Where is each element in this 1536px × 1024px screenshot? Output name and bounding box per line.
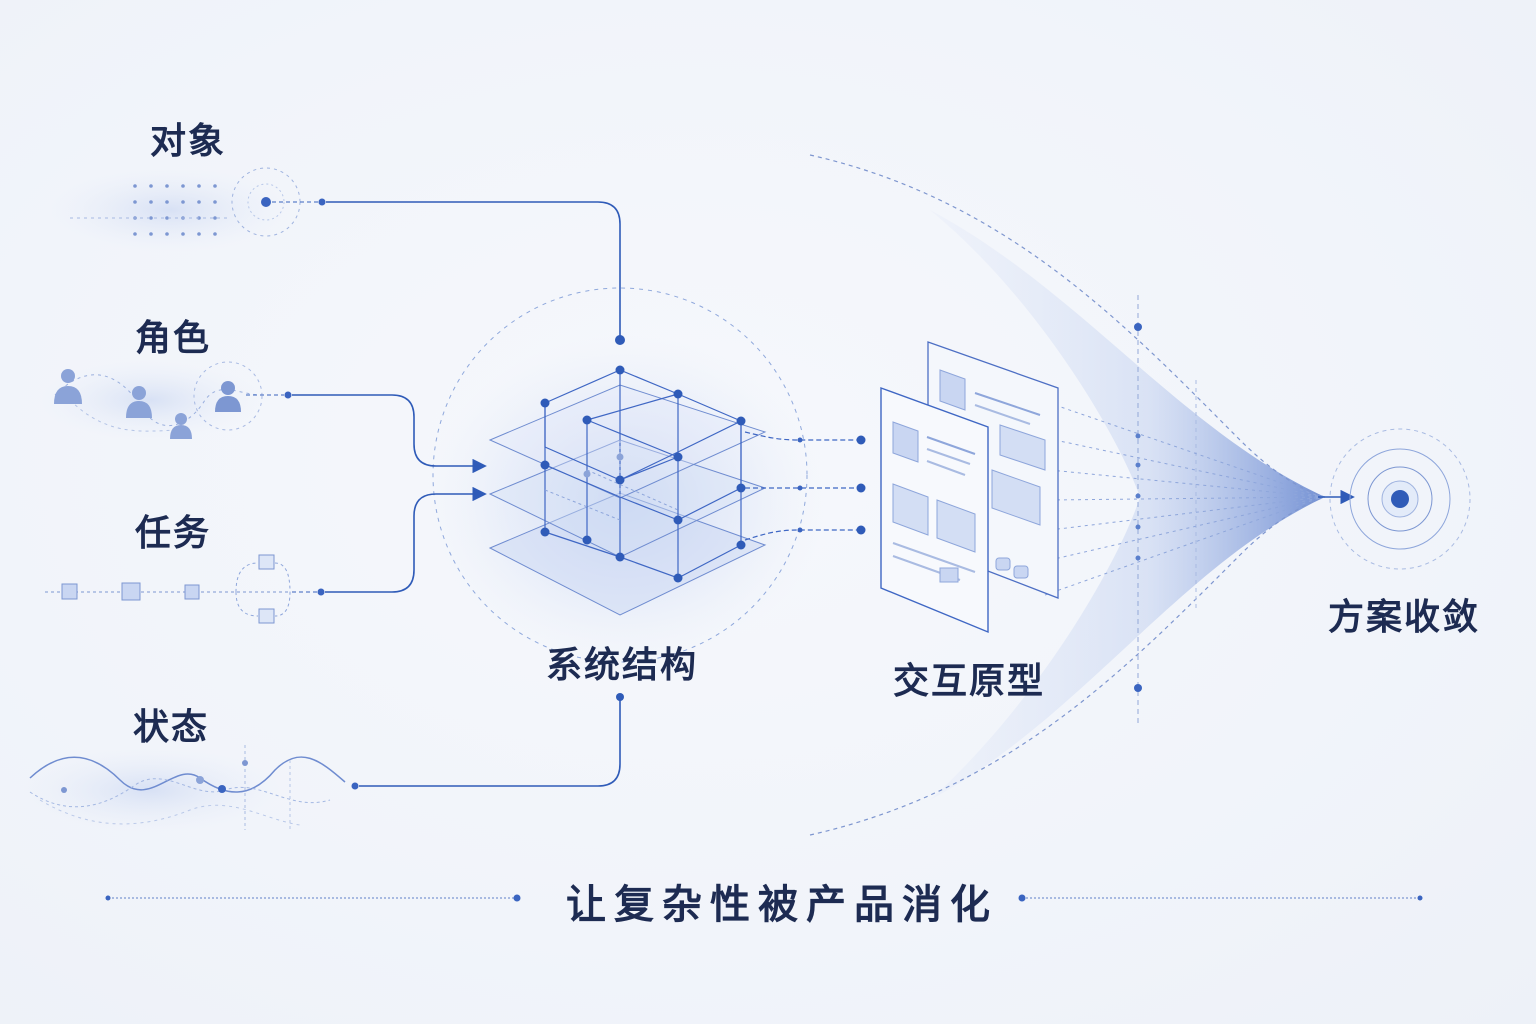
- label-solution-convergence: 方案收敛: [1328, 596, 1481, 638]
- label-interaction-prototype: 交互原型: [893, 660, 1046, 702]
- task-port-dot: [317, 588, 325, 596]
- state-to-system-line: [359, 697, 621, 787]
- funnel-outline-bottom: [809, 496, 1326, 836]
- person-icon-2: [126, 386, 152, 418]
- task-branch-top: [235, 562, 259, 593]
- funnel-guide-dot-top: [1134, 323, 1142, 331]
- wash-role: [40, 360, 260, 440]
- cube-dashed-guides: [544, 440, 679, 521]
- label-object: 对象: [150, 120, 227, 162]
- footer-tagline: 让复杂性被产品消化: [566, 881, 998, 928]
- wash-object: [50, 168, 290, 252]
- state-node-3: [218, 785, 226, 793]
- state-node-1: [61, 787, 67, 793]
- convergence-funnel: [930, 210, 1325, 800]
- label-system-structure: 系统结构: [546, 644, 699, 686]
- target-ring-outer: [1329, 428, 1471, 570]
- state-entry-dot: [616, 693, 624, 701]
- wash-center: [425, 335, 825, 665]
- task-branch-merge: [274, 562, 291, 617]
- state-wave-1: [29, 756, 346, 793]
- task-box-2: [121, 582, 141, 601]
- state-port-dot: [351, 782, 359, 790]
- object-dot-matrix: [133, 184, 217, 236]
- task-box-1: [61, 583, 78, 600]
- label-task: 任务: [135, 512, 212, 554]
- connector-mid-dots: [797, 437, 803, 533]
- target-ring-2: [1349, 448, 1451, 550]
- wash-state: [20, 748, 280, 832]
- footer-rule-left-end-dot: [513, 894, 521, 902]
- person-icon-1: [54, 369, 82, 404]
- label-state: 状态: [133, 706, 210, 748]
- role-to-system-line: [292, 394, 487, 474]
- layer-plane-bottom: [488, 492, 767, 616]
- prototype-page-front: [880, 386, 989, 634]
- person-icon-4: [215, 381, 241, 412]
- task-box-branch-top: [258, 554, 275, 570]
- label-role: 角色: [135, 317, 212, 359]
- footer-rule-right-end-dot: [1417, 895, 1423, 901]
- object-entry-dot: [615, 335, 625, 345]
- funnel-guide-dot-bottom: [1134, 684, 1142, 692]
- task-box-branch-bottom: [258, 608, 275, 624]
- task-box-3: [184, 584, 200, 600]
- object-to-system-line: [326, 201, 621, 336]
- task-branch-bottom: [235, 591, 259, 617]
- state-wave-2: [29, 778, 331, 808]
- object-focus-ring-inner: [247, 183, 285, 221]
- cube-nodes: [540, 365, 746, 583]
- footer-rule-left-start-dot: [105, 895, 111, 901]
- cube-wireframe: [544, 369, 743, 579]
- object-node: [261, 197, 271, 207]
- target-center-dot: [1391, 490, 1409, 508]
- task-to-system-line: [325, 486, 487, 593]
- state-node-2: [196, 776, 204, 784]
- system-boundary-circle: [432, 287, 808, 663]
- role-focus-ring: [193, 361, 263, 431]
- convergence-rays: [1044, 404, 1323, 596]
- footer-rule-right-start-dot: [1018, 894, 1026, 902]
- person-icon-3: [170, 413, 192, 439]
- state-node-4: [242, 760, 248, 766]
- role-port-dot: [284, 391, 292, 399]
- ray-dots: [1135, 433, 1141, 561]
- target-ring-3: [1367, 466, 1433, 532]
- state-wave-3: [39, 799, 301, 826]
- connector-end-dots: [856, 435, 866, 535]
- system-structure-graphic: [488, 365, 767, 616]
- object-port-dot: [318, 198, 326, 206]
